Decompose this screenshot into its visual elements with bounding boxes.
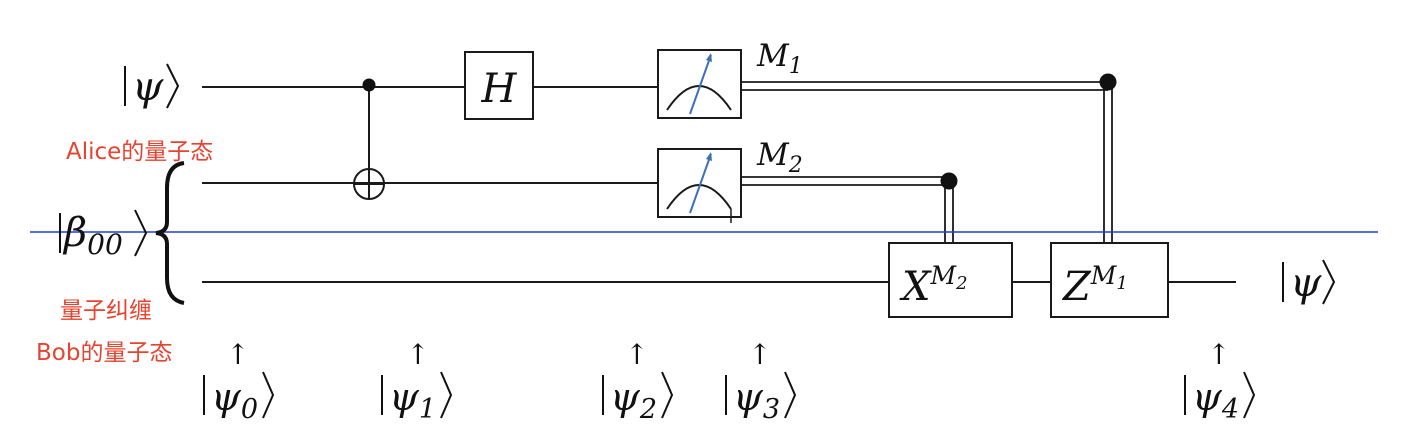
- classical-control-dot-m2: [940, 172, 958, 190]
- stage-psi3: ↑ ψ3: [725, 338, 797, 425]
- stage-psi2: ↑ ψ2: [602, 338, 674, 425]
- svg-text:ψ: ψ: [132, 64, 164, 110]
- meter-needle-icon: [689, 54, 712, 115]
- stage-psi1: ↑ ψ1: [381, 338, 453, 425]
- output-psi-ket: ψ: [1282, 259, 1336, 306]
- entanglement-brace: [155, 161, 185, 305]
- svg-text:↑: ↑: [1207, 338, 1230, 371]
- hadamard-gate: H: [464, 51, 534, 120]
- svg-text:↑: ↑: [406, 338, 429, 371]
- stage-psi0: ↑ ψ0: [203, 338, 275, 425]
- input-psi-ket: ψ: [124, 63, 180, 110]
- bob-state-annotation: Bob的量子态: [36, 340, 172, 366]
- classical-control-dot-m1: [1099, 73, 1117, 91]
- cnot-control-dot: [362, 78, 376, 92]
- svg-text:ψ: ψ: [1290, 260, 1322, 306]
- meter-needle-icon: [689, 153, 712, 214]
- svg-text:↑: ↑: [625, 338, 648, 371]
- svg-text:ψ1: ψ1: [389, 375, 436, 425]
- hadamard-label: H: [481, 66, 518, 112]
- svg-text:β00: β00: [62, 210, 123, 261]
- m1-label: M1: [756, 38, 803, 79]
- measurement-meter-1: [657, 49, 742, 119]
- svg-text:ψ2: ψ2: [610, 375, 657, 425]
- m2-label: M2: [756, 137, 803, 178]
- z-correction-gate: ZM1: [1050, 242, 1169, 318]
- input-beta00-ket: β00: [59, 209, 148, 261]
- x-gate-label: XM2: [899, 261, 968, 310]
- z-gate-label: ZM1: [1061, 261, 1128, 310]
- x-correction-gate: XM2: [888, 242, 1013, 318]
- svg-text:ψ4: ψ4: [1192, 375, 1239, 425]
- alice-state-annotation: Alice的量子态: [66, 139, 213, 165]
- entanglement-annotation: 量子纠缠: [60, 298, 152, 324]
- svg-text:ψ0: ψ0: [211, 375, 258, 425]
- svg-text:ψ3: ψ3: [733, 375, 780, 425]
- stage-psi4: ↑ ψ4: [1184, 338, 1256, 425]
- measurement-meter-2: [657, 148, 742, 218]
- cnot-gate: [353, 78, 385, 200]
- svg-text:↑: ↑: [226, 338, 249, 371]
- svg-text:↑: ↑: [748, 338, 771, 371]
- classical-wire-m1: [742, 81, 1113, 242]
